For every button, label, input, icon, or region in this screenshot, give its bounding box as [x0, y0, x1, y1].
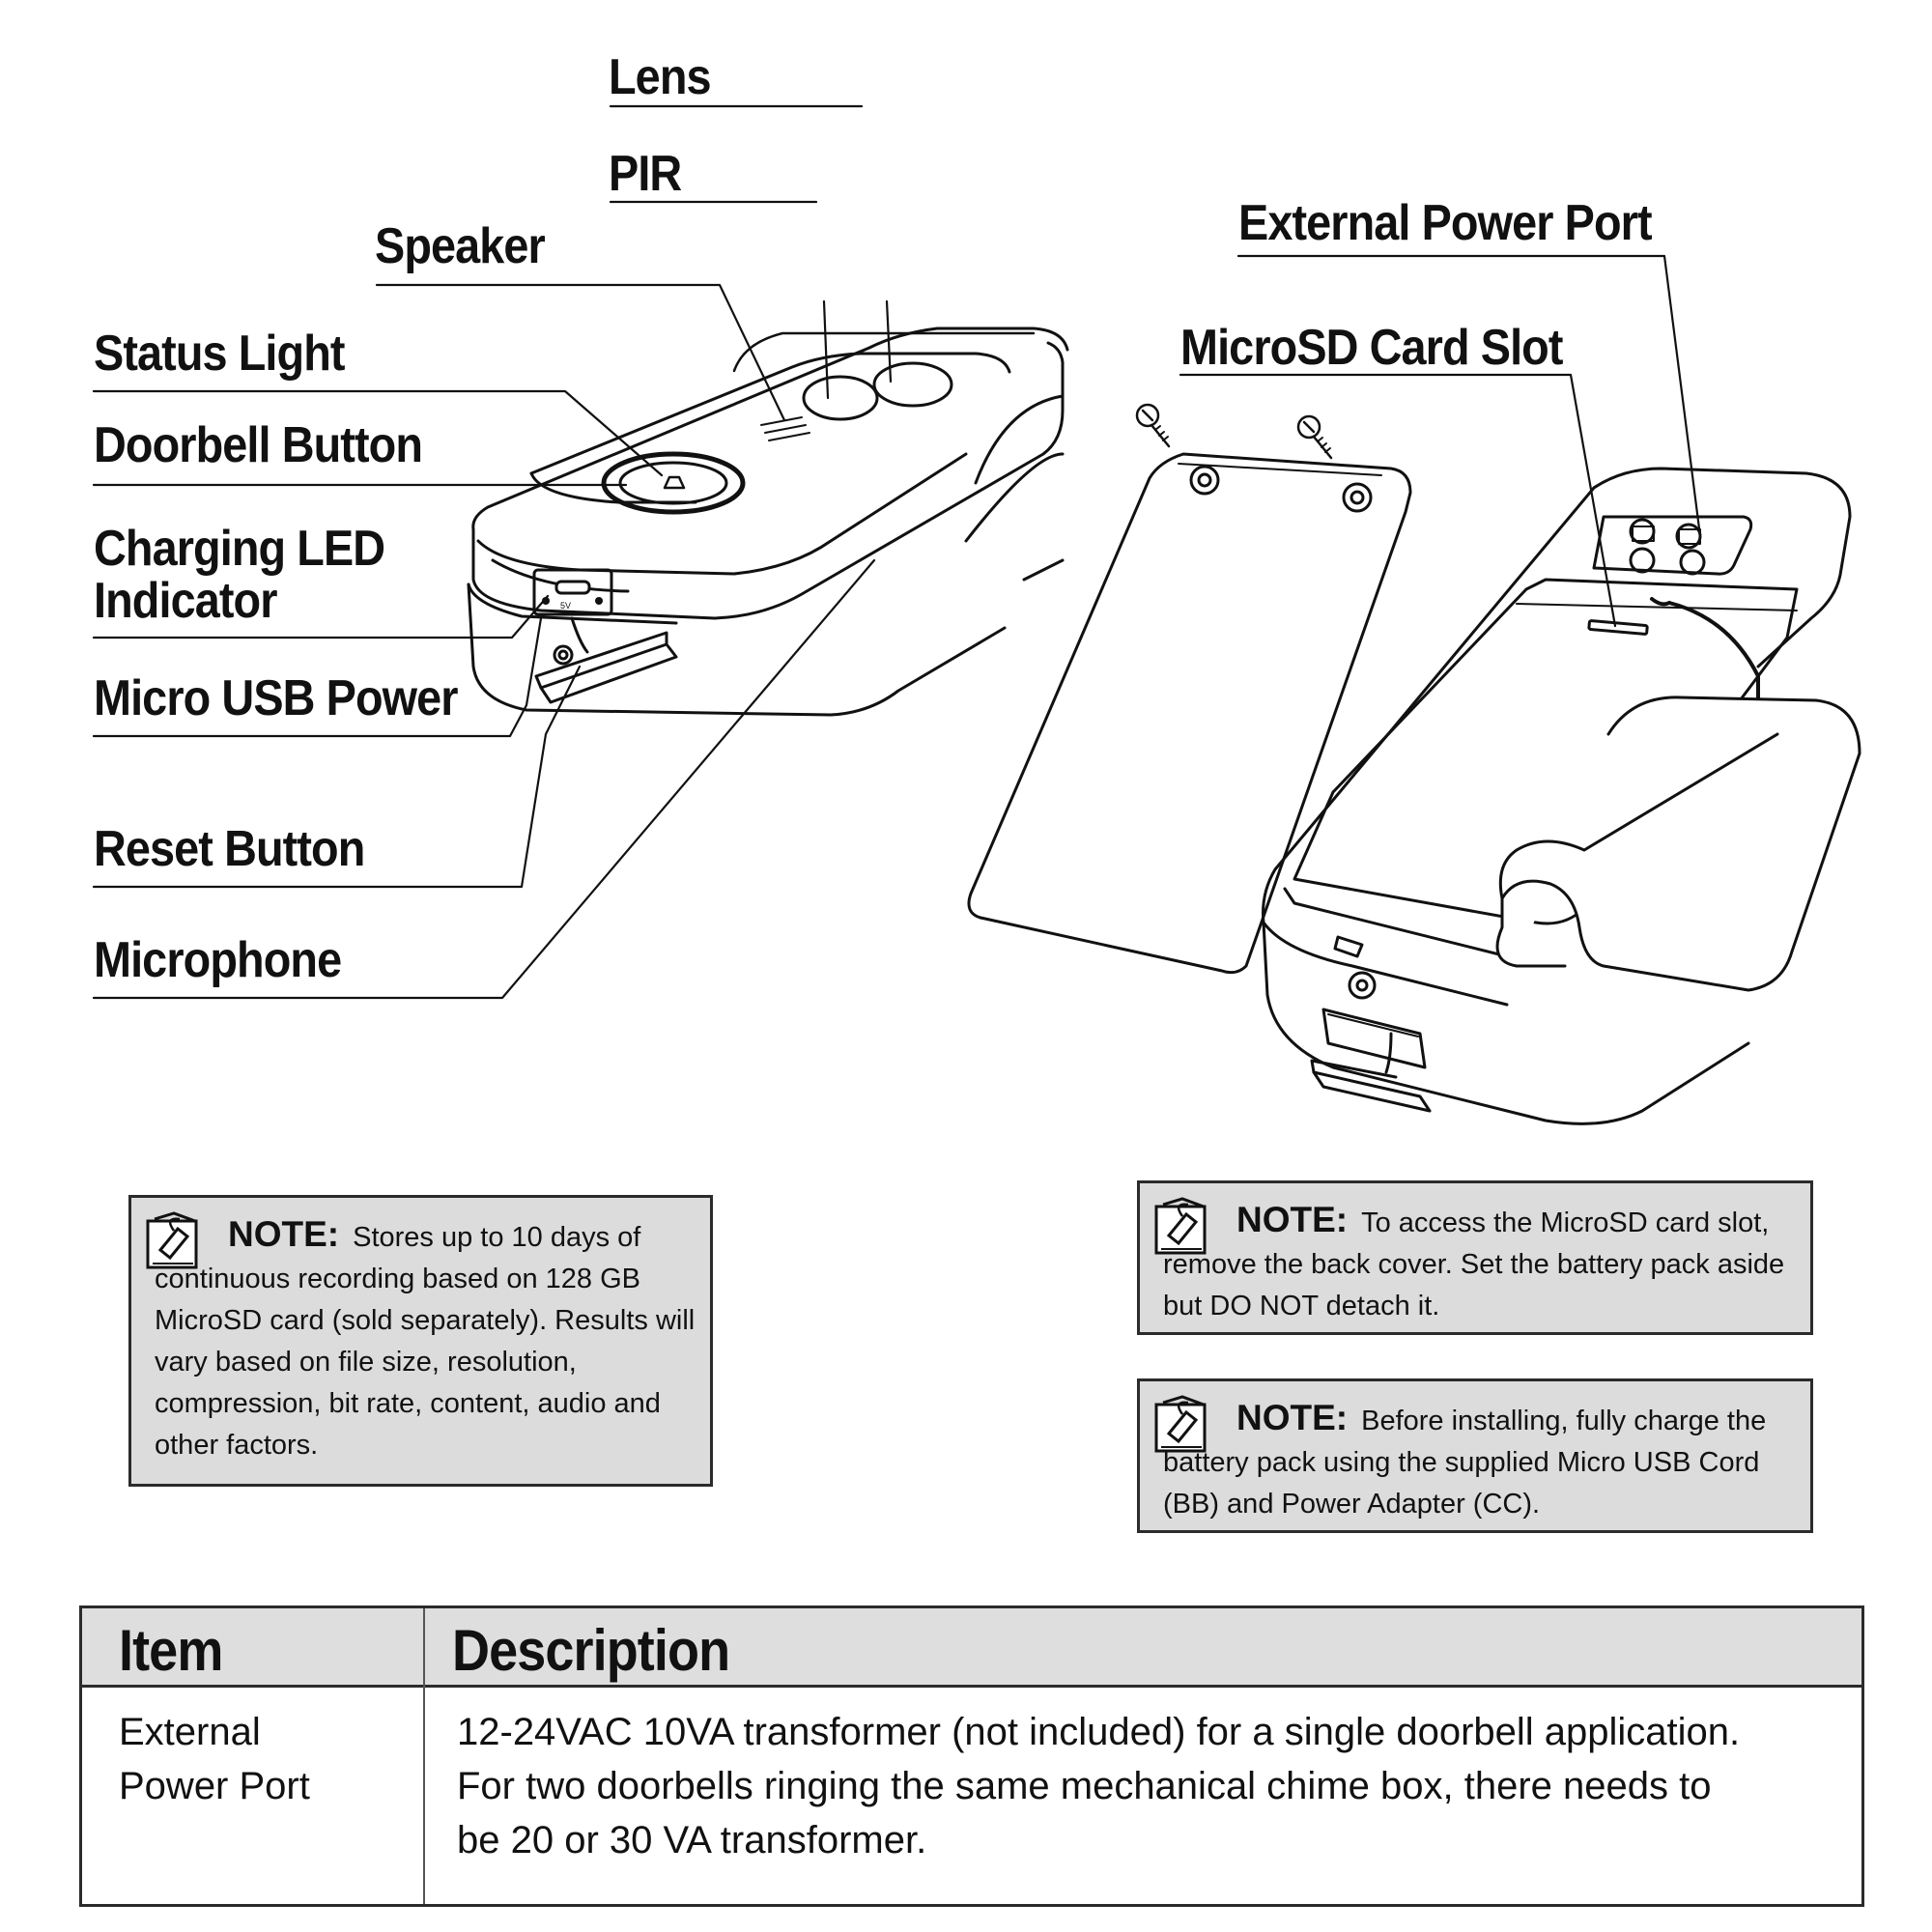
- table-cell-desc-line3: be 20 or 30 VA transformer.: [457, 1819, 927, 1861]
- label-microphone: Microphone: [94, 932, 342, 988]
- table-cell-desc-line2: For two doorbells ringing the same mecha…: [457, 1765, 1712, 1807]
- note-icon: [1154, 1197, 1207, 1255]
- table-column-divider: [423, 1608, 425, 1904]
- note-icon: [146, 1211, 198, 1269]
- battery-wire: [1650, 597, 1760, 702]
- microsd-slot: [1587, 619, 1649, 636]
- micro-usb-panel: [532, 568, 613, 616]
- speaker-grille: [760, 416, 810, 441]
- label-charging-led-line1: Charging LED: [94, 521, 385, 577]
- lens: [872, 361, 953, 408]
- label-external-power-port: External Power Port: [1238, 195, 1653, 251]
- item-description-table: Item Description External Power Port 12-…: [79, 1605, 1864, 1907]
- doorbell-rear-view: [1262, 467, 1861, 1125]
- external-power-terminal-block: [1592, 515, 1753, 576]
- note-microsd-access: NOTE:To access the MicroSD card slot, re…: [1137, 1180, 1813, 1335]
- pir-sensor: [802, 375, 879, 421]
- note-charge-text: Before installing, fully charge the batt…: [1163, 1406, 1767, 1520]
- note-microsd-heading: NOTE:: [1236, 1200, 1349, 1239]
- reset-hole: [553, 644, 574, 666]
- table-cell-desc-line1: 12-24VAC 10VA transformer (not included)…: [457, 1711, 1741, 1753]
- note-storage: NOTE:Stores up to 10 days of continuous …: [128, 1195, 713, 1487]
- table-cell-item-line1: External: [119, 1711, 261, 1753]
- bell-icon: [663, 475, 686, 490]
- usb-cable: [570, 616, 589, 654]
- label-pir: PIR: [609, 146, 682, 202]
- label-microsd-card-slot: MicroSD Card Slot: [1180, 320, 1563, 376]
- screw-icon: [1135, 403, 1333, 460]
- battery-pack: [1495, 696, 1861, 992]
- leader-lines-left: [92, 104, 893, 1000]
- reset-hole-rear: [1348, 971, 1377, 1000]
- note-charge-heading: NOTE:: [1236, 1398, 1349, 1437]
- doorbell-body: [471, 341, 1065, 620]
- table-header-description: Description: [452, 1618, 730, 1683]
- note-charge-battery: NOTE:Before installing, fully charge the…: [1137, 1378, 1813, 1533]
- back-cover: [967, 452, 1412, 975]
- note-icon: [1154, 1395, 1207, 1453]
- table-header-row: [82, 1608, 1861, 1688]
- doorbell-base-shell: [467, 582, 1007, 717]
- label-micro-usb-power: Micro USB Power: [94, 670, 458, 726]
- doorbell-diagram: 5V: [92, 104, 1861, 1125]
- label-doorbell-button: Doorbell Button: [94, 417, 423, 473]
- note-storage-text: Stores up to 10 days of continuous recor…: [155, 1222, 696, 1461]
- label-status-light: Status Light: [94, 326, 345, 382]
- label-speaker: Speaker: [375, 218, 546, 274]
- doorbell-front-view: 5V: [467, 327, 1069, 717]
- label-lens: Lens: [609, 49, 712, 105]
- doorbell-button-outer: [601, 451, 746, 515]
- label-reset-button: Reset Button: [94, 821, 365, 877]
- note-storage-heading: NOTE:: [228, 1214, 340, 1254]
- table-cell-item-line2: Power Port: [119, 1765, 310, 1807]
- svg-text:5V: 5V: [560, 601, 571, 611]
- note-microsd-text: To access the MicroSD card slot, remove …: [1163, 1208, 1785, 1321]
- leader-lines-right: [1179, 254, 1702, 628]
- table-header-item: Item: [119, 1618, 223, 1683]
- label-charging-led-line2: Indicator: [94, 573, 277, 629]
